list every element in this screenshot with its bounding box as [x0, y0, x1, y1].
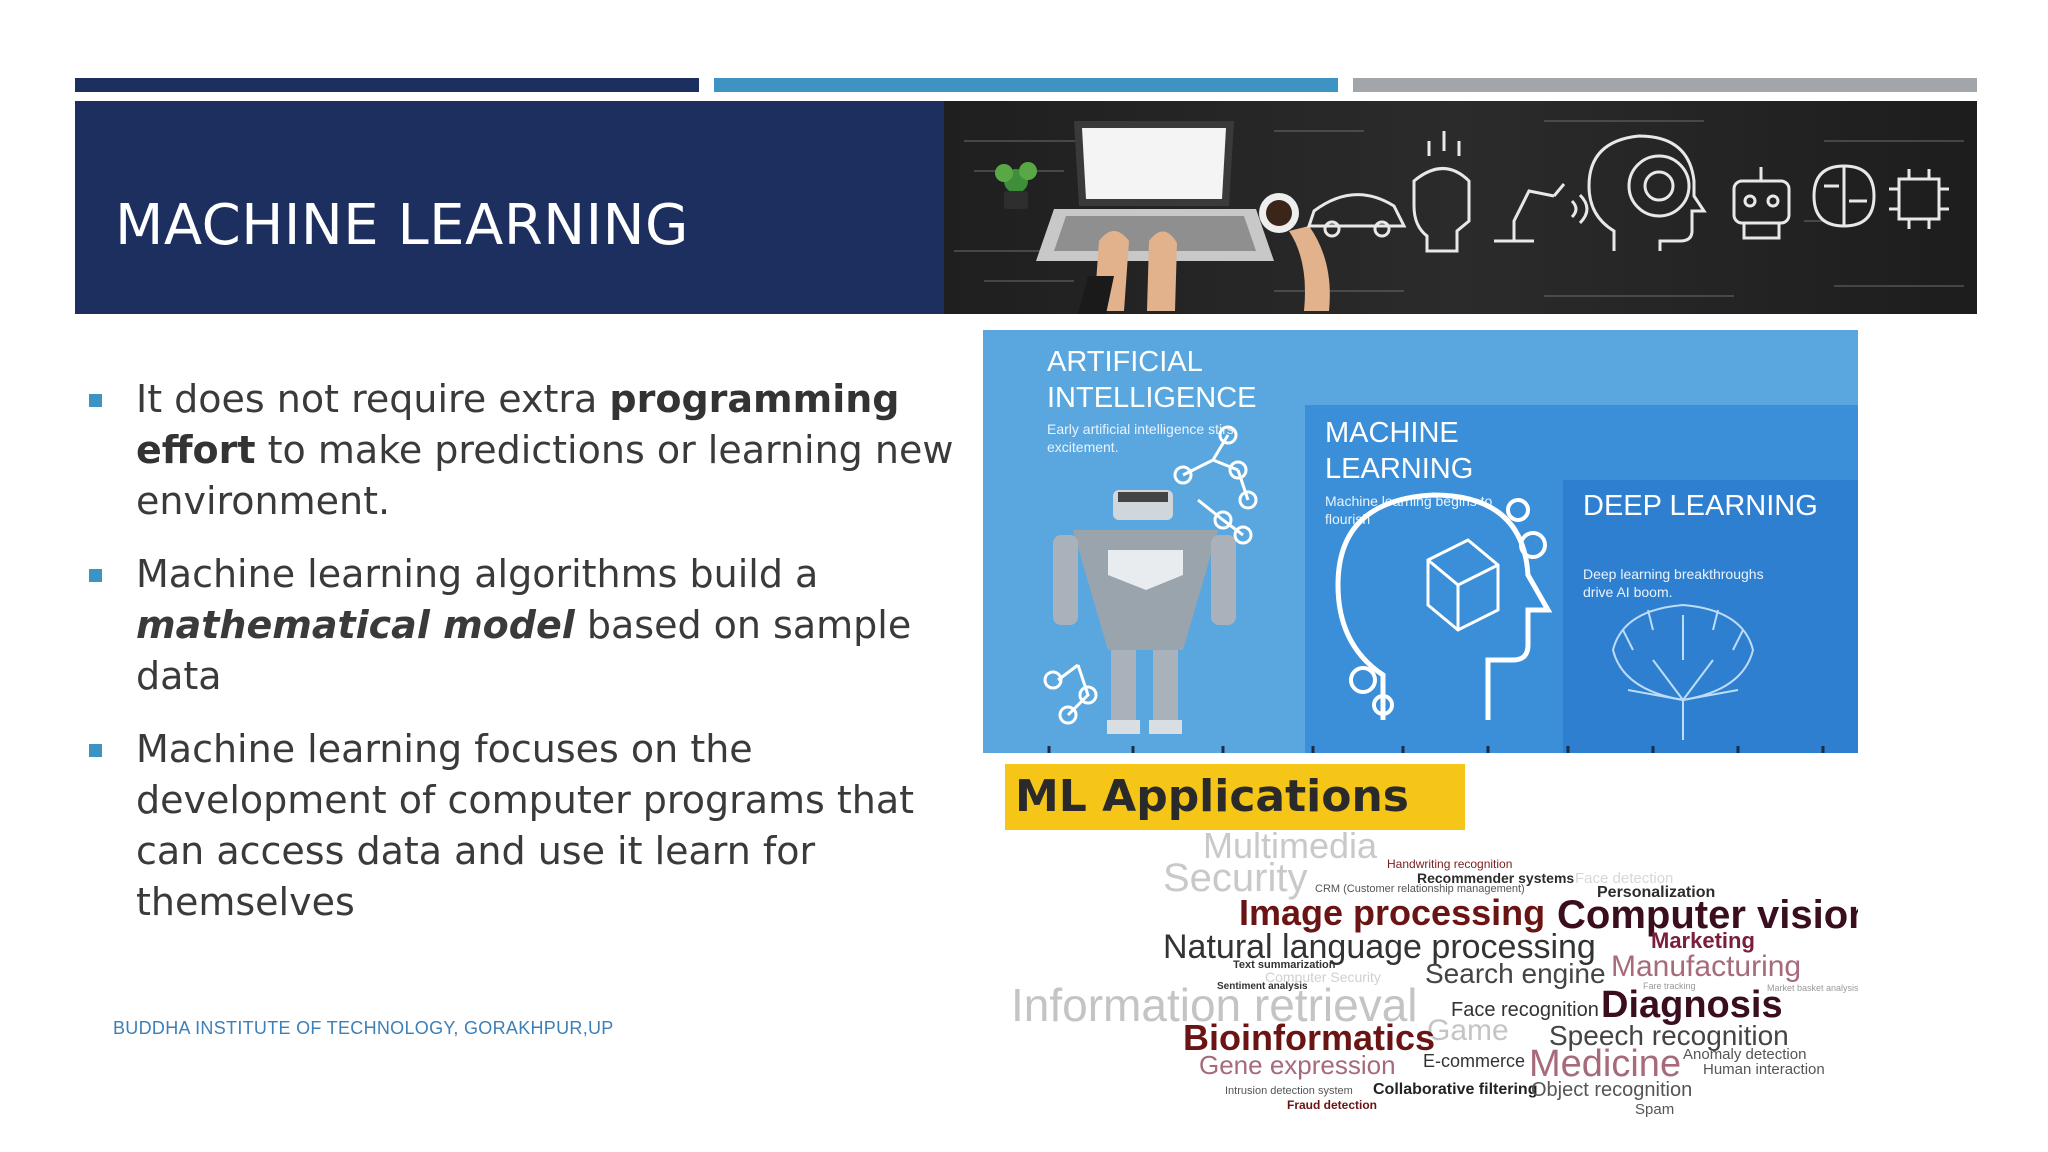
bullet-text: It does not require extra	[136, 377, 610, 421]
word-cloud-term: Collaborative filtering	[1373, 1081, 1538, 1098]
word-cloud-term: Search engine	[1425, 958, 1606, 989]
word-cloud-term: Security	[1163, 856, 1308, 900]
accent-bar-navy	[75, 78, 699, 92]
ml-head-icon	[1335, 492, 1553, 720]
network-nodes-icon	[1043, 425, 1258, 725]
footer-institution: BUDDHA INSTITUTE OF TECHNOLOGY, GORAKHPU…	[113, 1018, 614, 1038]
word-cloud-term: Image processing	[1239, 892, 1546, 933]
word-cloud-term: Manufacturing	[1611, 950, 1802, 983]
header-banner-image	[944, 101, 1977, 314]
word-cloud-term: Text summarization	[1233, 959, 1336, 971]
word-cloud-term: Information retrieval	[1011, 979, 1418, 1031]
ml-applications-label: ML Applications	[1005, 764, 1465, 830]
word-cloud-term: Fare tracking	[1643, 981, 1696, 991]
word-cloud-term: Speech recognition	[1549, 1020, 1789, 1051]
accent-bar-grey	[1353, 78, 1977, 92]
word-cloud-term: CRM (Customer relationship management)	[1315, 883, 1525, 895]
word-cloud-term: Gene expression	[1199, 1050, 1396, 1080]
neural-brain-icon	[1611, 603, 1755, 740]
dl-title: DEEP LEARNING	[1583, 490, 1818, 522]
word-cloud-term: Object recognition	[1531, 1079, 1693, 1101]
ai-illustration	[1043, 425, 1825, 753]
bullet-text: to make predictions or learning new envi…	[136, 428, 954, 523]
word-cloud-term: Game	[1427, 1014, 1509, 1047]
word-cloud-term: E-commerce	[1423, 1051, 1526, 1071]
word-cloud-term: Medicine	[1529, 1043, 1682, 1085]
word-cloud-term: Anomaly detection	[1683, 1046, 1807, 1063]
word-cloud-term: Intrusion detection system	[1225, 1085, 1353, 1097]
coffee-cup-icon	[1259, 193, 1330, 311]
slide-title: MACHINE LEARNING	[115, 193, 689, 258]
word-cloud-term: Fraud detection	[1287, 1098, 1378, 1112]
word-cloud-term: Recommender systems	[1417, 870, 1575, 886]
bullet-text: based on sample data	[136, 603, 912, 698]
dl-panel	[1563, 480, 1858, 753]
dl-subtitle: Deep learning breakthroughs drive AI boo…	[1583, 566, 1764, 600]
banner-illustration	[954, 120, 1964, 314]
bullet-item: It does not require extra programming ef…	[86, 374, 966, 527]
chatbot-icon	[1732, 167, 1791, 240]
bullet-marker-icon	[89, 569, 102, 582]
word-cloud-term: Diagnosis	[1601, 984, 1783, 1026]
robot-head-icon	[1412, 131, 1471, 253]
bullet-emphasis: mathematical model	[136, 603, 575, 647]
word-cloud-term: Market basket analysis	[1767, 983, 1858, 993]
bullet-marker-icon	[89, 394, 102, 407]
plant-icon	[995, 162, 1037, 209]
word-cloud-term: Marketing	[1651, 928, 1755, 953]
ml-applications-image: ML Applications Multimedia Security Hand…	[1003, 760, 1858, 1122]
bullet-item: Machine learning focuses on the developm…	[86, 724, 966, 928]
ai-title: ARTIFICIAL INTELLIGENCE	[1047, 346, 1257, 414]
timeline-ticks	[1047, 746, 1825, 753]
word-cloud-term: Handwriting recognition	[1387, 857, 1513, 871]
word-cloud-term: Natural language processing	[1163, 928, 1596, 966]
title-band: MACHINE LEARNING	[75, 101, 944, 314]
bullet-marker-icon	[89, 744, 102, 757]
word-cloud-term: Human interaction	[1703, 1061, 1825, 1078]
bullet-list: It does not require extra programming ef…	[86, 374, 966, 950]
bullet-emphasis: programming effort	[136, 377, 900, 472]
ai-ml-dl-graphic: ARTIFICIAL INTELLIGENCE Early artificial…	[983, 330, 1858, 753]
bullet-item: Machine learning algorithms build a math…	[86, 549, 966, 702]
accent-bar-blue	[714, 78, 1338, 92]
word-cloud-term: Spam	[1635, 1101, 1675, 1118]
laptop-icon	[1036, 121, 1274, 314]
word-cloud-term: Face detection	[1575, 870, 1674, 887]
word-cloud-term: Bioinformatics	[1183, 1017, 1436, 1058]
robot-icon	[1053, 490, 1236, 734]
robot-arm-icon	[1494, 183, 1589, 243]
word-cloud-term: Sentiment analysis	[1217, 981, 1308, 992]
bullet-text: Machine learning algorithms build a	[136, 552, 819, 596]
gear-head-icon	[1587, 134, 1707, 251]
word-cloud-term: Personalization	[1597, 884, 1716, 901]
word-cloud-term: Face recognition	[1451, 999, 1599, 1021]
chip-icon	[1889, 169, 1949, 229]
word-cloud-term: Computer vision	[1557, 893, 1858, 937]
brain-icon	[1812, 164, 1876, 228]
ai-subtitle: Early artificial intelligence stirs exci…	[1047, 421, 1234, 455]
car-icon	[1306, 193, 1407, 238]
bullet-text: Machine learning focuses on the developm…	[136, 727, 915, 924]
word-cloud-term: Multimedia	[1203, 825, 1378, 866]
word-cloud-term: Computer Security	[1265, 969, 1381, 985]
gear-icon	[1349, 498, 1547, 716]
ml-title: MACHINE LEARNING	[1325, 417, 1474, 485]
